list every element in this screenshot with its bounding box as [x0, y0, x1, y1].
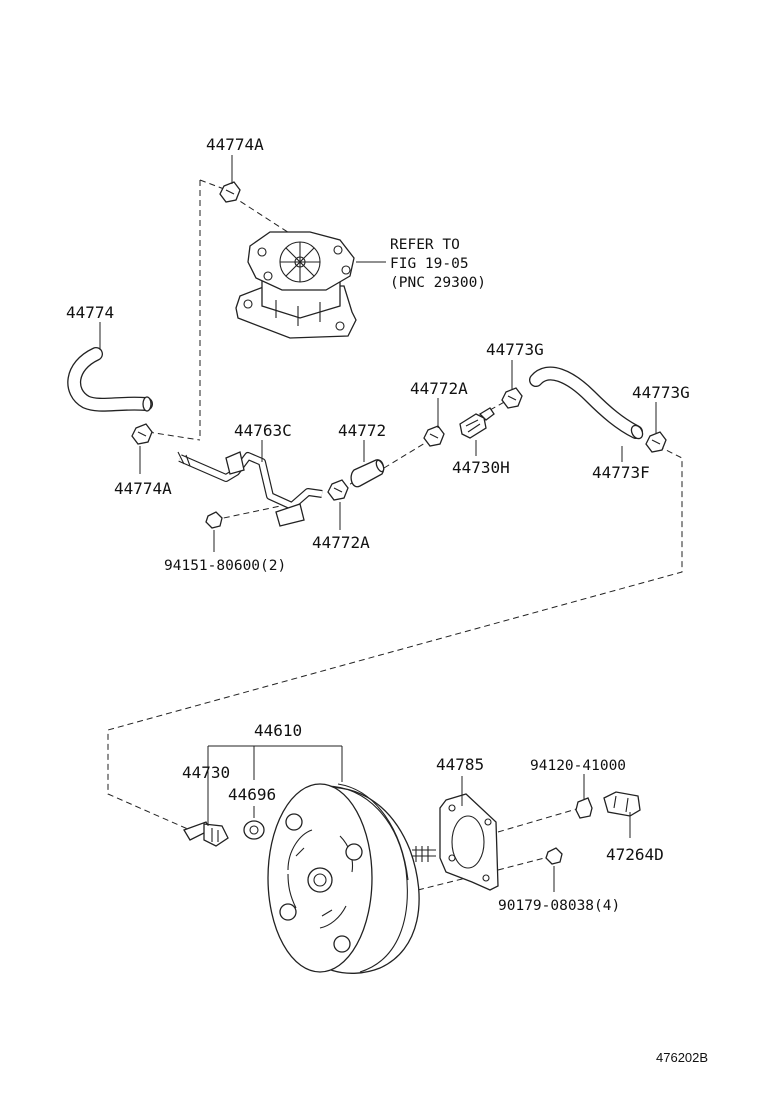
label-44772A-top: 44772A — [410, 379, 468, 398]
hose-44772 — [350, 459, 385, 488]
leader-lines — [99, 155, 657, 892]
label-44774: 44774 — [66, 303, 114, 322]
label-44772: 44772 — [338, 421, 386, 440]
grommet-44696 — [243, 820, 265, 840]
clamp-44774A-top — [219, 181, 241, 203]
label-44763C: 44763C — [234, 421, 292, 440]
refer-to-line-1: REFER TO — [390, 237, 460, 253]
label-44774A-top: 44774A — [206, 135, 264, 154]
part-labels: 44774A REFER TO FIG 19-05 (PNC 29300) 44… — [66, 135, 708, 1065]
clamp-44773G-right — [645, 431, 667, 453]
label-44773G-left: 44773G — [486, 340, 544, 359]
refer-to-line-3: (PNC 29300) — [390, 275, 486, 291]
label-44774A-bottom: 44774A — [114, 479, 172, 498]
nut-94151 — [205, 511, 223, 529]
check-valve-44730H — [459, 407, 495, 439]
pipe-44763C — [177, 451, 323, 527]
label-44773F: 44773F — [592, 463, 650, 482]
label-44773G-right: 44773G — [632, 383, 690, 402]
label-44730: 44730 — [182, 763, 230, 782]
label-44772A-bottom: 44772A — [312, 533, 370, 552]
clamp-44772A-top — [423, 425, 445, 447]
label-90179: 90179-08038(4) — [498, 898, 620, 914]
clamp-44774A-bottom — [131, 423, 153, 445]
clamp-44773G-left — [501, 387, 523, 409]
hose-44774 — [67, 347, 153, 412]
figure-code: 476202B — [656, 1050, 708, 1065]
label-44730H: 44730H — [452, 458, 510, 477]
label-44610: 44610 — [254, 721, 302, 740]
hose-44773F — [529, 366, 644, 440]
dashed-reference-lines — [107, 179, 683, 891]
bracket-47264D — [603, 791, 641, 817]
label-44785: 44785 — [436, 755, 484, 774]
vacuum-pump — [235, 231, 357, 339]
label-47264D: 47264D — [606, 845, 664, 864]
refer-to-line-2: FIG 19-05 — [390, 256, 469, 272]
nut-94120 — [575, 797, 593, 819]
clamp-44772A-bottom — [327, 479, 349, 501]
check-valve-44730 — [183, 821, 229, 847]
gasket-44785 — [439, 793, 499, 891]
brake-booster — [267, 783, 436, 974]
label-44696: 44696 — [228, 785, 276, 804]
label-94151: 94151-80600(2) — [164, 558, 286, 574]
label-94120: 94120-41000 — [530, 758, 626, 774]
nut-90179 — [545, 847, 563, 865]
